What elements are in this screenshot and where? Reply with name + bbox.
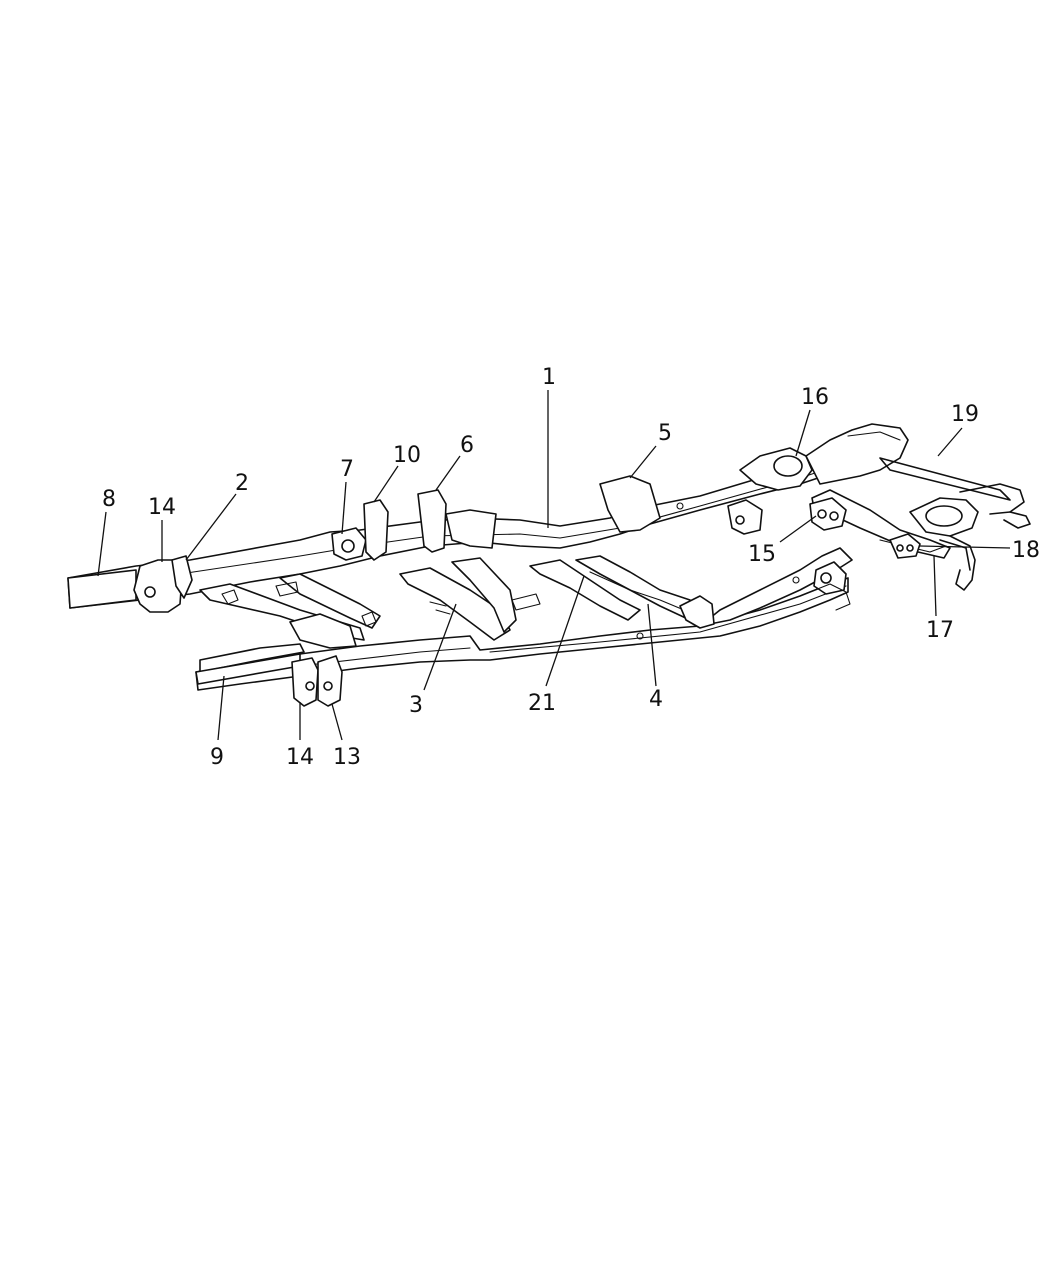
callout-2: 2 xyxy=(235,471,249,496)
leader-lines xyxy=(97,390,1011,741)
callout-labels: 1 2 3 4 5 6 7 8 9 10 13 14 14 15 16 17 1… xyxy=(102,365,1040,770)
callout-21: 21 xyxy=(528,691,556,716)
callout-3: 3 xyxy=(409,693,423,718)
callout-9: 9 xyxy=(210,745,224,770)
leader-9 xyxy=(217,675,225,741)
leader-17 xyxy=(933,555,937,617)
leader-18 xyxy=(919,545,1011,549)
callout-15: 15 xyxy=(748,542,776,567)
leader-7 xyxy=(341,481,347,535)
leader-16 xyxy=(795,409,811,457)
leader-13 xyxy=(331,703,343,741)
front-frame-section xyxy=(699,423,1031,627)
callout-6: 6 xyxy=(460,433,474,458)
leader-19 xyxy=(937,427,963,457)
rear-rail-extension xyxy=(67,569,137,609)
callout-17: 17 xyxy=(926,618,954,643)
detail-lines xyxy=(221,502,851,640)
callout-4: 4 xyxy=(649,687,663,712)
leader-10 xyxy=(373,465,399,503)
leader-21 xyxy=(545,575,585,687)
callout-14a: 14 xyxy=(148,495,176,520)
callout-19: 19 xyxy=(951,402,979,427)
leader-4 xyxy=(647,603,657,687)
callout-14b: 14 xyxy=(286,745,314,770)
rear-crossmember-9 xyxy=(195,643,305,685)
leader-15 xyxy=(779,515,817,543)
callout-5: 5 xyxy=(658,421,672,446)
leader-2 xyxy=(185,493,237,561)
callout-18: 18 xyxy=(1012,538,1040,563)
callout-13: 13 xyxy=(333,745,361,770)
leader-6 xyxy=(435,455,461,491)
rear-spring-hanger-13-14 xyxy=(289,613,357,707)
callout-8: 8 xyxy=(102,487,116,512)
leader-5 xyxy=(629,445,657,479)
callout-1: 1 xyxy=(542,365,556,390)
leader-8 xyxy=(97,511,107,577)
callout-16: 16 xyxy=(801,385,829,410)
leader-3 xyxy=(423,603,457,691)
callout-7: 7 xyxy=(340,457,354,482)
callout-10: 10 xyxy=(393,443,421,468)
frame-illustration xyxy=(67,423,1031,707)
brackets xyxy=(133,475,921,613)
